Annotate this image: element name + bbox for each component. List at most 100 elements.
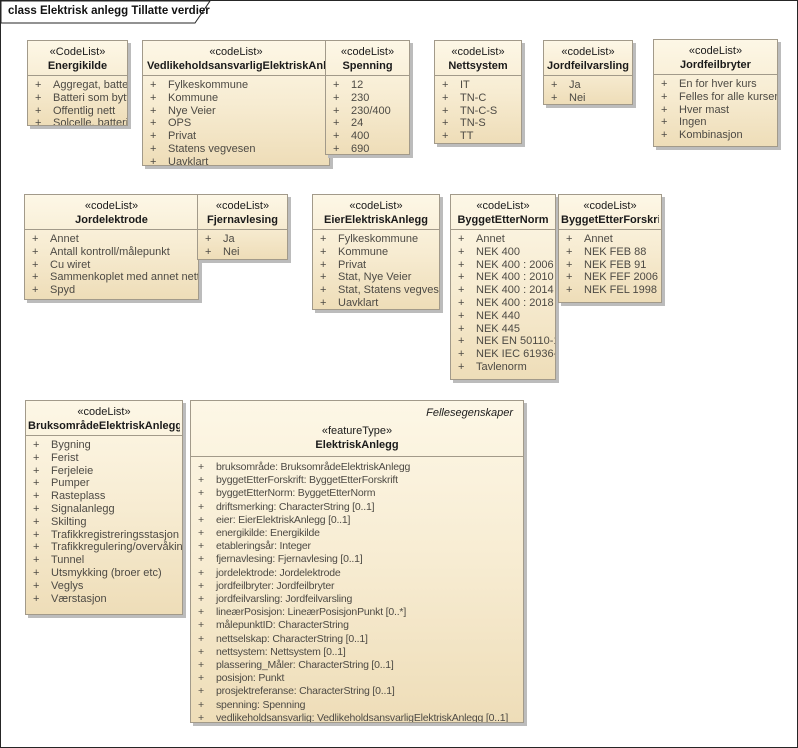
- list-item: +690: [326, 143, 409, 154]
- list-item: +400: [326, 130, 409, 143]
- box-name: VedlikeholdsansvarligElektriskAnlegg: [147, 60, 327, 72]
- list-item: +Privat: [143, 130, 329, 143]
- list-item: +plassering_Måler: CharacterString [0..1…: [191, 659, 523, 672]
- visibility-plus-sign: +: [35, 91, 42, 104]
- box-name: Jordelektrode: [75, 214, 148, 226]
- item-label: Trafikkregistreringsstasjon: [51, 528, 179, 541]
- list-item: +En for hver kurs: [654, 78, 777, 91]
- list-item: +NEK FEF 2006: [559, 271, 661, 284]
- stereotype-label: «featureType»: [321, 425, 393, 437]
- list-item: +NEK FEB 88: [559, 246, 661, 259]
- item-label: spenning: Spenning: [216, 698, 306, 711]
- list-item: +NEK FEL 1998: [559, 284, 661, 297]
- visibility-plus-sign: +: [458, 322, 465, 335]
- visibility-plus-sign: +: [35, 117, 42, 126]
- list-item: +vedlikeholdsansvarlig: Vedlikeholdsansv…: [191, 712, 523, 722]
- codelist-box-energikilde: «CodeList» Energikilde +Aggregat, batter…: [27, 40, 128, 126]
- list-item: +energikilde: Energikilde: [191, 527, 523, 540]
- list-item: +jordfeilvarsling: Jordfeilvarsling: [191, 593, 523, 606]
- stereotype-label: «codeList»: [451, 46, 505, 58]
- stereotype-label: «codeList»: [340, 46, 395, 58]
- visibility-plus-sign: +: [205, 233, 212, 245]
- codelist-box-jordfeilvarsling: «codeList» Jordfeilvarsling +Ja+Nei: [543, 40, 633, 105]
- code-values-list: +Fylkeskommune+Kommune+Privat+Stat, Nye …: [313, 230, 439, 309]
- visibility-plus-sign: +: [458, 296, 465, 309]
- box-name: Fjernavlesing: [207, 214, 278, 226]
- box-name: EierElektriskAnlegg: [324, 214, 428, 226]
- codelist-box-bygget-etter-norm: «codeList» ByggetEtterNorm +Annet+NEK 40…: [450, 194, 556, 380]
- visibility-plus-sign: +: [566, 284, 573, 297]
- package-label: Fellesegenskaper: [426, 407, 513, 419]
- box-name: ElektriskAnlegg: [315, 439, 399, 451]
- visibility-plus-sign: +: [442, 91, 449, 104]
- list-item: +NEK 400 : 2006: [451, 259, 555, 272]
- visibility-plus-sign: +: [33, 566, 40, 579]
- item-label: byggetEtterNorm: ByggetEtterNorm: [216, 487, 376, 500]
- box-name: Spenning: [342, 60, 393, 72]
- item-label: Bygning: [51, 439, 91, 451]
- visibility-plus-sign: +: [458, 271, 465, 284]
- list-item: +Kommune: [143, 92, 329, 105]
- list-item: +Annet: [559, 233, 661, 246]
- code-values-list: +12+230+230/400+24+400+690: [326, 76, 409, 154]
- list-item: +Trafikkregulering/overvåking: [26, 541, 182, 554]
- stereotype-label: «codeList»: [583, 200, 637, 212]
- item-label: Nye Veier: [168, 104, 216, 117]
- item-label: Batteri som byttes: [53, 91, 127, 104]
- list-item: +nettsystem: Nettsystem [0..1]: [191, 646, 523, 659]
- item-label: Stat, Nye Veier: [338, 271, 412, 284]
- box-header: Fellesegenskaper «featureType» Elektrisk…: [191, 401, 523, 457]
- item-label: 400: [351, 130, 370, 143]
- visibility-plus-sign: +: [661, 90, 668, 103]
- visibility-plus-sign: +: [458, 245, 465, 258]
- list-item: +OPS: [143, 117, 329, 130]
- list-item: +Statens vegvesen: [143, 143, 329, 156]
- list-item: +Kombinasjon: [654, 129, 777, 142]
- item-label: Aggregat, batteri: [53, 79, 127, 91]
- visibility-plus-sign: +: [566, 245, 573, 258]
- visibility-plus-sign: +: [32, 284, 39, 297]
- item-label: Kommune: [168, 91, 219, 104]
- list-item: +Ja: [198, 233, 287, 246]
- code-values-list: +Annet+NEK 400+NEK 400 : 2006+NEK 400 : …: [451, 230, 555, 376]
- visibility-plus-sign: +: [320, 233, 327, 245]
- visibility-plus-sign: +: [458, 284, 465, 297]
- visibility-plus-sign: +: [32, 258, 39, 271]
- visibility-plus-sign: +: [442, 117, 449, 130]
- visibility-plus-sign: +: [333, 79, 340, 91]
- item-label: jordelektrode: Jordelektrode: [216, 566, 341, 579]
- list-item: +Uavklart: [313, 297, 439, 309]
- visibility-plus-sign: +: [150, 155, 157, 166]
- visibility-plus-sign: +: [33, 554, 40, 567]
- item-label: NEK 400 : 2010: [476, 271, 554, 284]
- list-item: + Utsmykking (broer etc): [26, 567, 182, 580]
- visibility-plus-sign: +: [198, 566, 204, 579]
- item-label: Kombinasjon: [679, 129, 743, 142]
- box-header: «codeList» Fjernavlesing: [198, 195, 287, 230]
- visibility-plus-sign: +: [33, 592, 40, 605]
- codelist-box-eier-elektrisk-anlegg: «codeList» EierElektriskAnlegg +Fylkesko…: [312, 194, 440, 310]
- list-item: +Fylkeskommune: [143, 79, 329, 92]
- visibility-plus-sign: +: [198, 659, 204, 672]
- box-header: «codeList» Jordfeilvarsling: [544, 41, 632, 76]
- visibility-plus-sign: +: [33, 477, 40, 490]
- box-name: Jordfeilbryter: [680, 59, 751, 71]
- stereotype-label: «codeList»: [84, 200, 139, 212]
- item-label: NEK FEF 2006: [584, 271, 658, 284]
- code-values-list: +En for hver kurs+Felles for alle kurser…: [654, 75, 777, 144]
- visibility-plus-sign: +: [33, 464, 40, 477]
- visibility-plus-sign: +: [35, 79, 42, 91]
- item-label: Utsmykking (broer etc): [51, 566, 162, 579]
- visibility-plus-sign: +: [32, 233, 39, 245]
- stereotype-label: «codeList»: [476, 200, 530, 212]
- list-item: +Spyd: [25, 284, 198, 297]
- list-item: +fjernavlesing: Fjernavlesing [0..1]: [191, 553, 523, 566]
- visibility-plus-sign: +: [198, 632, 204, 645]
- item-label: TN-C: [460, 91, 487, 104]
- list-item: +Uavklart: [143, 155, 329, 166]
- list-item: + NEK 400 : 2010: [451, 271, 555, 284]
- item-label: driftsmerking: CharacterString [0..1]: [216, 500, 375, 513]
- visibility-plus-sign: +: [551, 91, 558, 104]
- visibility-plus-sign: +: [320, 284, 327, 297]
- visibility-plus-sign: +: [35, 104, 42, 117]
